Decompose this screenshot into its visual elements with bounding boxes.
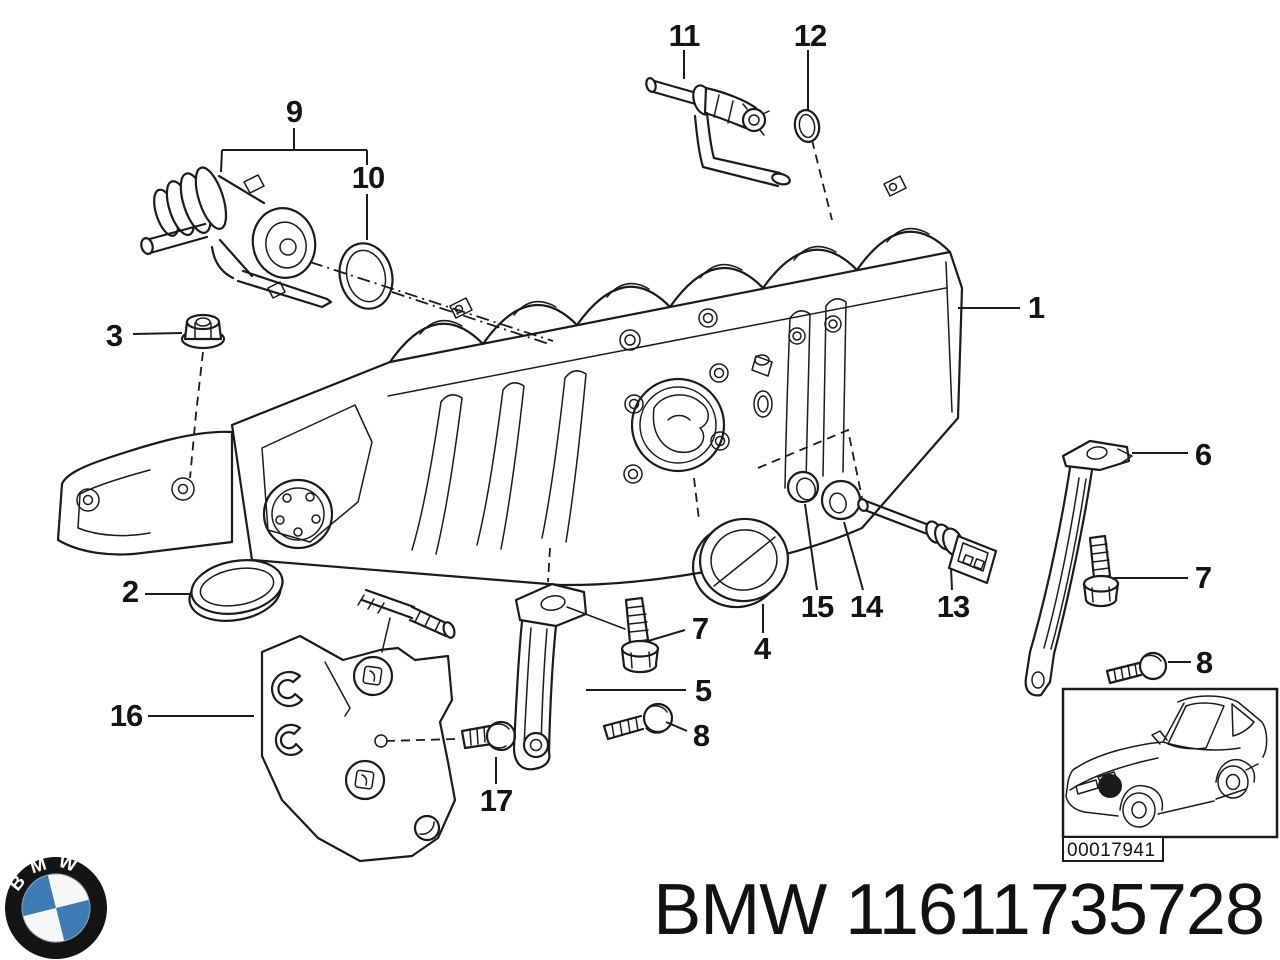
car-outline: [1065, 695, 1268, 828]
o-ring-12-drawing: [793, 109, 821, 143]
vent-valve-pipe-drawing: [645, 77, 791, 188]
assembly-axis-lines: [189, 139, 863, 742]
seal-ring-drawing: [691, 517, 790, 609]
washer-14-drawing: [820, 479, 862, 521]
idle-valve-drawing: [140, 166, 333, 309]
image-code: 00017941: [1067, 840, 1156, 861]
part-location-dot: [1098, 774, 1122, 798]
o-ring-10-drawing: [338, 242, 394, 310]
throttle-opening: [623, 363, 730, 484]
holder-bracket-drawing: [260, 588, 457, 863]
oval-gasket-drawing: [188, 559, 284, 622]
intake-manifold-drawing: [56, 175, 964, 587]
support-bracket-6-drawing: [1024, 439, 1133, 697]
support-bracket-5-drawing: [512, 582, 588, 771]
part-number-caption: BMW 11611735728: [653, 870, 1265, 950]
manifold-flange-face: [262, 478, 334, 550]
screw-8-right-drawing: [1105, 651, 1168, 685]
flange-nut-drawing: [180, 313, 226, 350]
bushing-15-drawing: [786, 470, 820, 504]
hex-bolt-7-right-drawing: [1082, 534, 1120, 608]
temp-sensor-drawing: [857, 498, 998, 585]
car-thumbnail: [1061, 687, 1279, 862]
bolt-17-drawing: [460, 720, 517, 752]
bmw-logo: BMW: [1, 843, 107, 959]
screw-8-center-drawing: [602, 702, 674, 741]
leader-lines: [132, 50, 1191, 784]
hex-bolt-7-center-drawing: [620, 596, 660, 674]
